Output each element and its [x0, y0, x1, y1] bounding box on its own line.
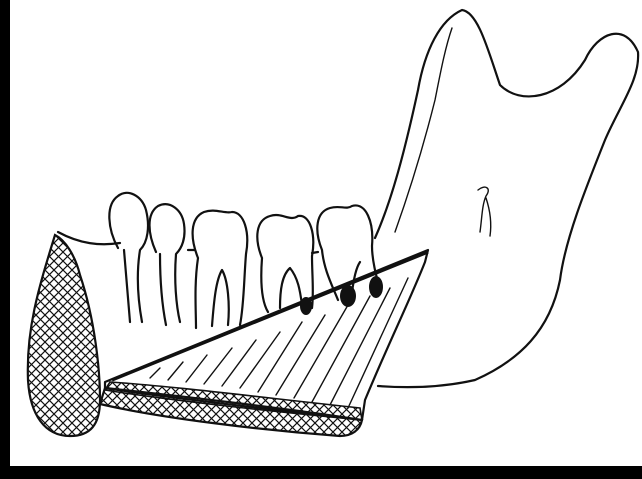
alveolar-crest [58, 232, 318, 253]
tooth-icon [257, 215, 313, 315]
bottom-border [0, 466, 642, 479]
tooth-icon [150, 204, 185, 325]
tooth-icon [109, 193, 148, 322]
ramus-inner-line [395, 28, 452, 232]
tooth-icon [193, 211, 248, 328]
mandibular-foramen-mark [478, 187, 491, 236]
mandible-outline [375, 10, 638, 387]
left-border [0, 0, 10, 479]
crosshatch-cut-surface-front [28, 235, 100, 436]
